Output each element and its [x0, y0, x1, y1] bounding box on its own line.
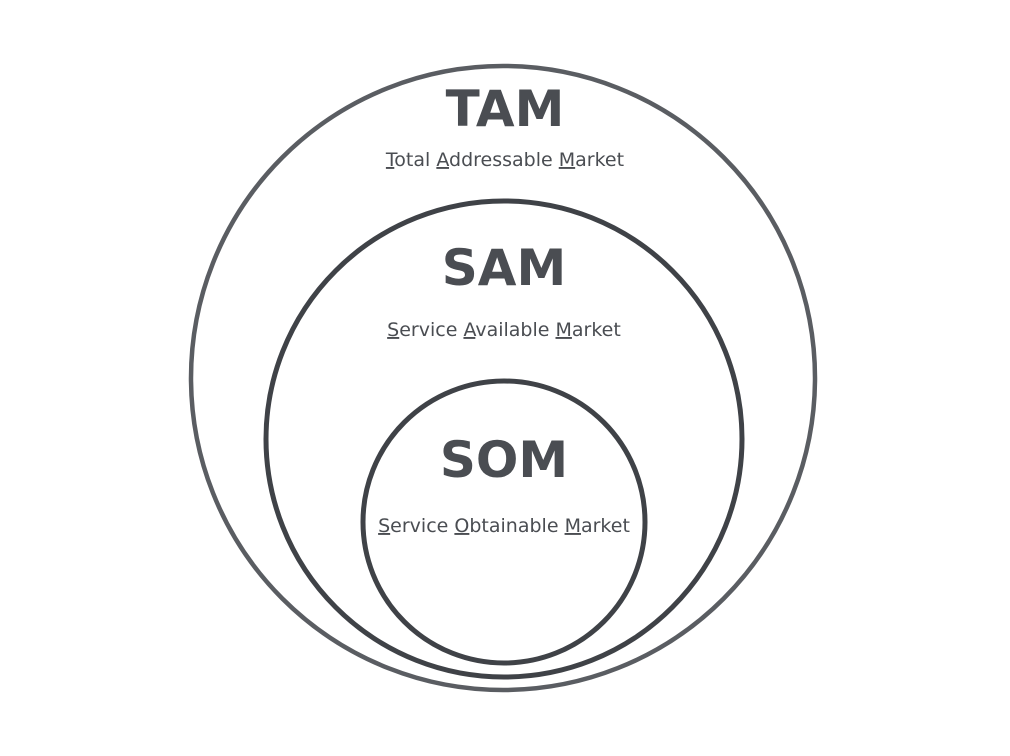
- tam-full-name: Total Addressable Market: [385, 149, 624, 171]
- sam-circle: [263, 198, 745, 680]
- tam-abbreviation: TAM: [446, 80, 565, 138]
- tam-word-2-rest: ddressable: [449, 149, 553, 171]
- sam-word-2-rest: vailable: [475, 319, 549, 341]
- tam-word-3-initial: M: [559, 149, 575, 171]
- sam-word-3-rest: arket: [572, 319, 621, 341]
- som-word-1-rest: ervice: [390, 515, 448, 537]
- tam-word-3-rest: arket: [575, 149, 624, 171]
- som-word-2-initial: O: [454, 515, 469, 537]
- som-word-1-initial: S: [378, 515, 390, 537]
- sam-full-name: Service Available Market: [387, 319, 621, 341]
- sam-word-2-initial: A: [463, 319, 476, 341]
- som-full-name: Service Obtainable Market: [378, 515, 630, 537]
- tam-word-2-initial: A: [436, 149, 449, 171]
- tam-circle: [188, 63, 818, 693]
- som-word-2-rest: btainable: [469, 515, 558, 537]
- sam-word-1-rest: ervice: [399, 319, 457, 341]
- tam-word-1-rest: otal: [394, 149, 430, 171]
- som-word-3-initial: M: [565, 515, 581, 537]
- som-abbreviation: SOM: [440, 431, 568, 489]
- som-circle: [360, 378, 648, 666]
- sam-word-1-initial: S: [387, 319, 399, 341]
- som-word-3-rest: arket: [581, 515, 630, 537]
- sam-word-3-initial: M: [556, 319, 572, 341]
- sam-abbreviation: SAM: [442, 239, 566, 297]
